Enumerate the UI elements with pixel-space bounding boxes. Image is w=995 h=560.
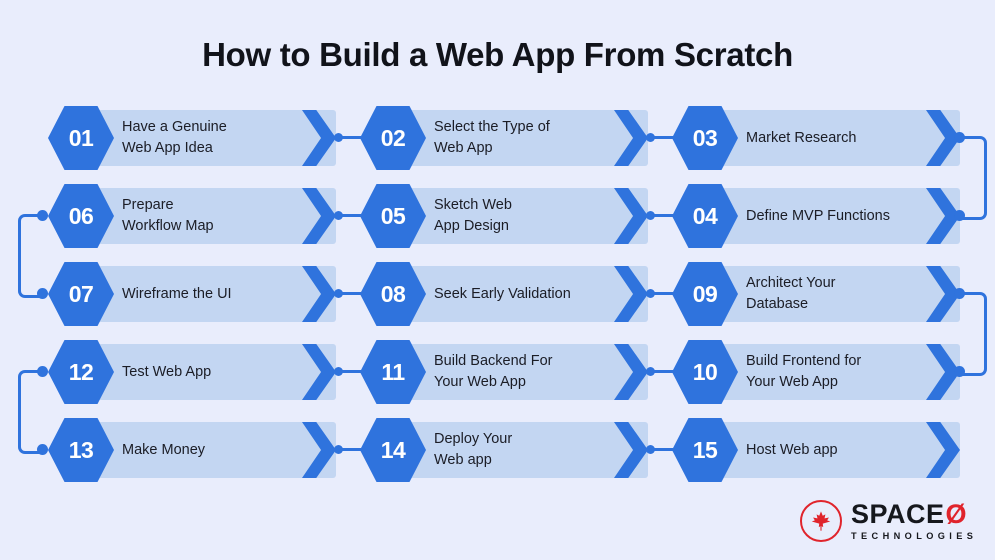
step-number: 07 bbox=[68, 280, 94, 307]
connector-dot bbox=[646, 445, 655, 454]
row-wrap-connector bbox=[18, 214, 45, 298]
connector-line bbox=[332, 292, 366, 295]
step-bar bbox=[74, 344, 336, 400]
row-wrap-connector bbox=[960, 292, 987, 376]
connector-dot bbox=[334, 367, 343, 376]
connector-line bbox=[644, 448, 678, 451]
row-wrap-connector bbox=[960, 136, 987, 220]
flow-row: 13 Make Money 14 Deploy Your Web app 15 Host … bbox=[0, 418, 995, 496]
step-label: Have a Genuine Web App Idea bbox=[122, 119, 227, 156]
connector-line bbox=[332, 370, 366, 373]
connector-dot bbox=[334, 211, 343, 220]
step-number: 11 bbox=[381, 358, 405, 385]
logo-name-text: SPACE bbox=[851, 498, 945, 529]
maple-leaf-icon bbox=[800, 500, 842, 542]
step-label: Test Web App bbox=[122, 363, 212, 380]
connector-dot bbox=[37, 366, 48, 377]
step-hexagon: 04 bbox=[672, 184, 738, 248]
connector-dot bbox=[646, 289, 655, 298]
step-label: Host Web app bbox=[746, 441, 838, 458]
step-bar bbox=[74, 266, 336, 322]
connector-dot bbox=[646, 211, 655, 220]
connector-dot bbox=[646, 367, 655, 376]
connector-dot bbox=[954, 366, 965, 377]
connector-line bbox=[644, 214, 678, 217]
step-label: Define MVP Functions bbox=[746, 207, 890, 224]
logo-tagline: TECHNOLOGIES bbox=[851, 530, 978, 541]
step-number: 01 bbox=[68, 124, 94, 151]
logo-o-glyph: Ø bbox=[945, 498, 968, 529]
step-label: Prepare Workflow Map bbox=[122, 197, 214, 234]
step-number: 06 bbox=[68, 202, 94, 229]
connector-line bbox=[332, 136, 366, 139]
flow-row: 07 Wireframe the UI 08 Seek Early Validatio… bbox=[0, 262, 995, 340]
connector-line bbox=[644, 136, 678, 139]
step-bar bbox=[74, 110, 336, 166]
connector-dot bbox=[646, 133, 655, 142]
connector-dot bbox=[37, 444, 48, 455]
step-number: 13 bbox=[68, 436, 94, 463]
step-bar bbox=[386, 266, 648, 322]
step-bar bbox=[74, 188, 336, 244]
step-label: Select the Type of Web App bbox=[434, 119, 550, 156]
connector-line bbox=[332, 214, 366, 217]
steps-flow: 01 Have a Genuine Web App Idea 02 Select th… bbox=[0, 106, 995, 496]
connector-dot bbox=[954, 132, 965, 143]
step-label: Deploy Your Web app bbox=[434, 431, 513, 468]
step-label: Wireframe the UI bbox=[122, 285, 232, 302]
step-number: 14 bbox=[380, 436, 406, 463]
step-bar bbox=[698, 344, 960, 400]
connector-dot bbox=[954, 210, 965, 221]
step-label: Architect Your Database bbox=[746, 275, 836, 312]
step-bar bbox=[698, 266, 960, 322]
step-bar bbox=[386, 110, 648, 166]
step-number: 15 bbox=[692, 436, 718, 463]
connector-dot bbox=[954, 288, 965, 299]
step-number: 08 bbox=[380, 280, 406, 307]
step-number: 04 bbox=[692, 202, 718, 229]
step-number: 03 bbox=[692, 124, 718, 151]
step-label: Make Money bbox=[122, 441, 206, 458]
step-bar bbox=[698, 110, 960, 166]
connector-dot bbox=[334, 289, 343, 298]
flow-row: 12 Test Web App 11 Build Backend For Your W… bbox=[0, 340, 995, 418]
step-bar bbox=[698, 188, 960, 244]
step-label: Seek Early Validation bbox=[434, 285, 571, 302]
step-hexagon: 06 bbox=[48, 184, 114, 248]
row-wrap-connector bbox=[18, 370, 45, 454]
step-label: Build Backend For Your Web App bbox=[434, 353, 553, 390]
step-label: Sketch Web App Design bbox=[434, 197, 512, 234]
connector-dot bbox=[334, 133, 343, 142]
connector-line bbox=[332, 448, 366, 451]
flow-row: 01 Have a Genuine Web App Idea 02 Select th… bbox=[0, 106, 995, 184]
connector-dot bbox=[334, 445, 343, 454]
step-hexagon: 05 bbox=[360, 184, 426, 248]
step-label: Build Frontend for Your Web App bbox=[746, 353, 862, 390]
flow-row: 06 Prepare Workflow Map 05 Sketch Web App D… bbox=[0, 184, 995, 262]
step-number: 05 bbox=[380, 202, 406, 229]
step-bar bbox=[74, 422, 336, 478]
page-title: How to Build a Web App From Scratch bbox=[202, 36, 793, 73]
connector-line bbox=[644, 370, 678, 373]
step-label: Market Research bbox=[746, 129, 857, 146]
step-number: 02 bbox=[380, 124, 406, 151]
step-number: 12 bbox=[68, 358, 94, 385]
connector-line bbox=[644, 292, 678, 295]
step-bar bbox=[386, 188, 648, 244]
step-number: 09 bbox=[692, 280, 718, 307]
connector-dot bbox=[37, 210, 48, 221]
step-number: 10 bbox=[692, 358, 718, 385]
step-bar bbox=[386, 344, 648, 400]
connector-dot bbox=[37, 288, 48, 299]
step-bar bbox=[386, 422, 648, 478]
step-bar bbox=[698, 422, 960, 478]
